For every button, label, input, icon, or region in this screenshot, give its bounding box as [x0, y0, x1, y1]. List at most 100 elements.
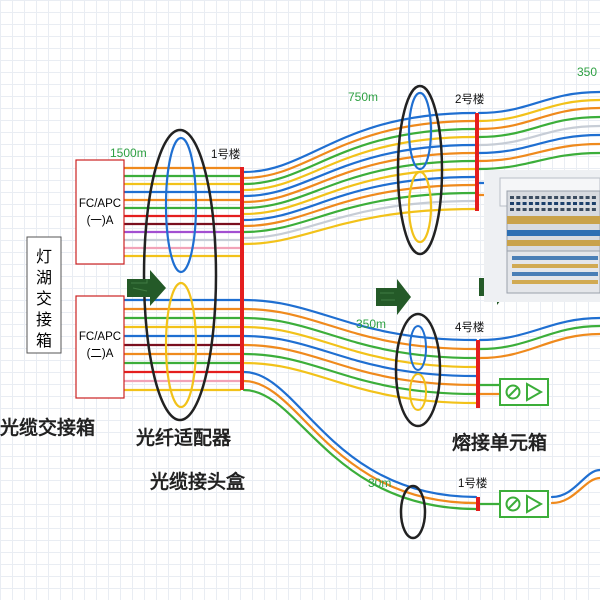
caption-joint-box: 光缆接头盒 [149, 470, 246, 493]
rack-port [541, 196, 546, 199]
distance-bldg4: 350m [356, 317, 386, 331]
caption-adapter: 光纤适配器 [135, 426, 232, 449]
fiber-to-bldg2 [242, 167, 477, 216]
bldg1-bottom-label: 1号楼 [458, 476, 488, 490]
fiber-beyond-bldg2 [477, 98, 600, 123]
terminal-icon [499, 378, 549, 406]
fiber-beyond-bldg4 [478, 316, 600, 342]
distance-bldg2: 750m [348, 90, 378, 104]
rack-port [585, 208, 590, 211]
rack-port [510, 196, 514, 199]
svg-text:接: 接 [36, 311, 52, 329]
svg-text:箱: 箱 [36, 332, 52, 350]
fiber-to-bldg2 [242, 127, 477, 186]
fiber-to-bldg4 [242, 352, 478, 396]
rack-port [528, 196, 533, 199]
fiber-to-bldg2 [242, 143, 477, 198]
fiber-to-bldg2 [242, 207, 477, 246]
fiber-beyond-bldg2 [477, 151, 600, 171]
rack-port [591, 208, 596, 211]
rack-port [554, 196, 559, 199]
svg-text:交: 交 [36, 290, 52, 308]
svg-text:湖: 湖 [36, 269, 52, 287]
fiber-to-bldg2 [242, 191, 477, 234]
rack-port [591, 196, 596, 199]
fiber-to-bldg1 [242, 388, 478, 511]
rack-port [566, 208, 571, 211]
rack-port [516, 196, 521, 199]
fiber-beyond-bldg2 [477, 115, 600, 139]
rack-port [547, 202, 552, 205]
rack-port [547, 196, 552, 199]
bldg4-outer-ring [394, 312, 442, 428]
adapter-bar-bldg4 [476, 340, 480, 408]
joint-box-outer-ring [142, 128, 218, 422]
rack-port [516, 202, 521, 205]
fiber-beyond-bldg2 [477, 124, 600, 147]
bldg4-label: 4号楼 [455, 320, 485, 334]
rack-port [566, 196, 571, 199]
rack-port [573, 208, 577, 211]
adapter-bar-bldg1 [476, 497, 480, 511]
bldg1-bottom-ring [399, 484, 427, 540]
play-arrow-icon [127, 270, 166, 306]
rack-port [535, 202, 540, 205]
rack-port [573, 202, 577, 205]
fiber-to-bldg4 [242, 334, 478, 378]
rack-port [516, 208, 521, 211]
connector-a-port: (一)A [87, 215, 114, 227]
fiber-beyond-bldg4 [478, 332, 600, 360]
fiber-to-bldg4 [242, 307, 478, 351]
fiber-to-bldg4 [242, 325, 478, 369]
rack-port [560, 196, 565, 199]
fiber-to-bldg2 [242, 159, 477, 210]
rack-port [528, 202, 533, 205]
bldg4-inner-blue [409, 325, 427, 371]
bldg1-top-label: 1号楼 [211, 147, 241, 161]
joint-box-inner-yellow [164, 281, 198, 409]
rack-port [528, 208, 533, 211]
distance-bldg1: 30m [368, 476, 391, 490]
fiber-to-bldg4 [242, 361, 478, 405]
connector-box-a [75, 159, 125, 265]
rack-port [554, 202, 559, 205]
rack-port [585, 196, 590, 199]
bldg2-inner-blue [407, 91, 433, 171]
rack-port [585, 202, 590, 205]
rack-port [510, 202, 514, 205]
rack-port [522, 196, 527, 199]
fiber-to-bldg2 [242, 119, 477, 180]
rack-port [573, 196, 577, 199]
connector-a-type: FC/APC [79, 198, 121, 210]
rack-port [579, 202, 584, 205]
fiber-to-bldg2 [242, 111, 477, 174]
fiber-to-bldg2 [242, 199, 477, 240]
rack-port [522, 208, 527, 211]
bldg2-label: 2号楼 [455, 92, 485, 106]
bldg2-inner-yellow [407, 170, 433, 244]
caption-cross-box: 光缆交接箱 [0, 416, 95, 439]
rack-port [541, 208, 546, 211]
connector-b-type: FC/APC [79, 331, 121, 343]
fiber-to-bldg4 [242, 316, 478, 360]
rack-port [535, 208, 540, 211]
fiber-beyond-bldg4 [478, 324, 600, 351]
fiber-beyond-bldg1 [550, 468, 600, 499]
fiber-beyond-bldg2 [477, 106, 600, 131]
fiber-to-bldg1 [242, 379, 478, 505]
distance-main: 1500m [110, 146, 147, 160]
bldg2-outer-ring [396, 84, 444, 256]
play-arrow-icon [376, 279, 411, 315]
distance-cut: 350 [577, 65, 597, 79]
adapter-bar-main [240, 167, 244, 390]
cabinet-label-box [26, 236, 62, 354]
fiber-to-bldg2 [242, 135, 477, 192]
connector-box-b [75, 295, 125, 399]
rack-port [579, 196, 584, 199]
joint-box-inner-blue [164, 136, 198, 274]
rack-port [547, 208, 552, 211]
rack-port [566, 202, 571, 205]
fiber-to-bldg4 [242, 298, 478, 342]
